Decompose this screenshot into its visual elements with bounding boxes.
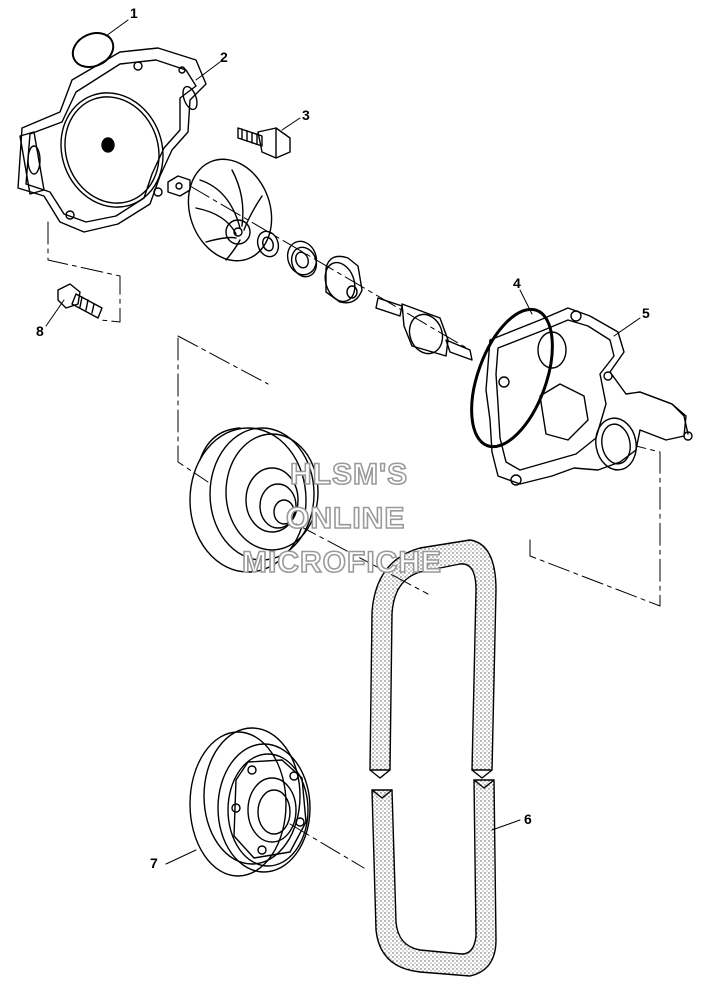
impeller[interactable] — [175, 147, 286, 272]
callout-1: 1 — [130, 5, 138, 21]
water-pump-pulley[interactable] — [189, 427, 319, 573]
leader-lines — [45, 19, 641, 865]
callout-labels: 1 2 3 4 5 6 7 8 — [36, 5, 650, 871]
watermark-line-3: MICROFICHE — [242, 546, 442, 579]
watermark: HLSM'S ONLINE MICROFICHE — [241, 457, 442, 580]
bolt-part-3[interactable] — [237, 127, 291, 159]
seal[interactable] — [283, 237, 321, 280]
pump-housing-part-5[interactable] — [485, 307, 693, 486]
callout-4: 4 — [513, 275, 521, 291]
callout-8: 8 — [36, 323, 44, 339]
watermark-line-1: HLSM'S — [290, 458, 408, 491]
v-belt-part-6[interactable] — [369, 539, 497, 977]
washer[interactable] — [254, 228, 282, 259]
crank-pulley-part-7[interactable] — [189, 727, 311, 877]
pump-shaft[interactable] — [375, 297, 473, 361]
o-ring-part-1[interactable] — [67, 27, 119, 74]
callout-5: 5 — [642, 305, 650, 321]
bearing-cup[interactable] — [320, 255, 363, 305]
watermark-line-2: ONLINE — [286, 502, 405, 535]
callout-2: 2 — [220, 49, 228, 65]
callout-7: 7 — [150, 855, 158, 871]
bolt-part-8[interactable] — [57, 283, 103, 319]
callout-3: 3 — [302, 107, 310, 123]
assembly-lines — [47, 185, 661, 869]
o-ring-part-4[interactable] — [455, 299, 568, 458]
callout-6: 6 — [524, 811, 532, 827]
impeller-nut[interactable] — [167, 175, 191, 197]
pump-cover-part-2[interactable] — [17, 47, 207, 233]
